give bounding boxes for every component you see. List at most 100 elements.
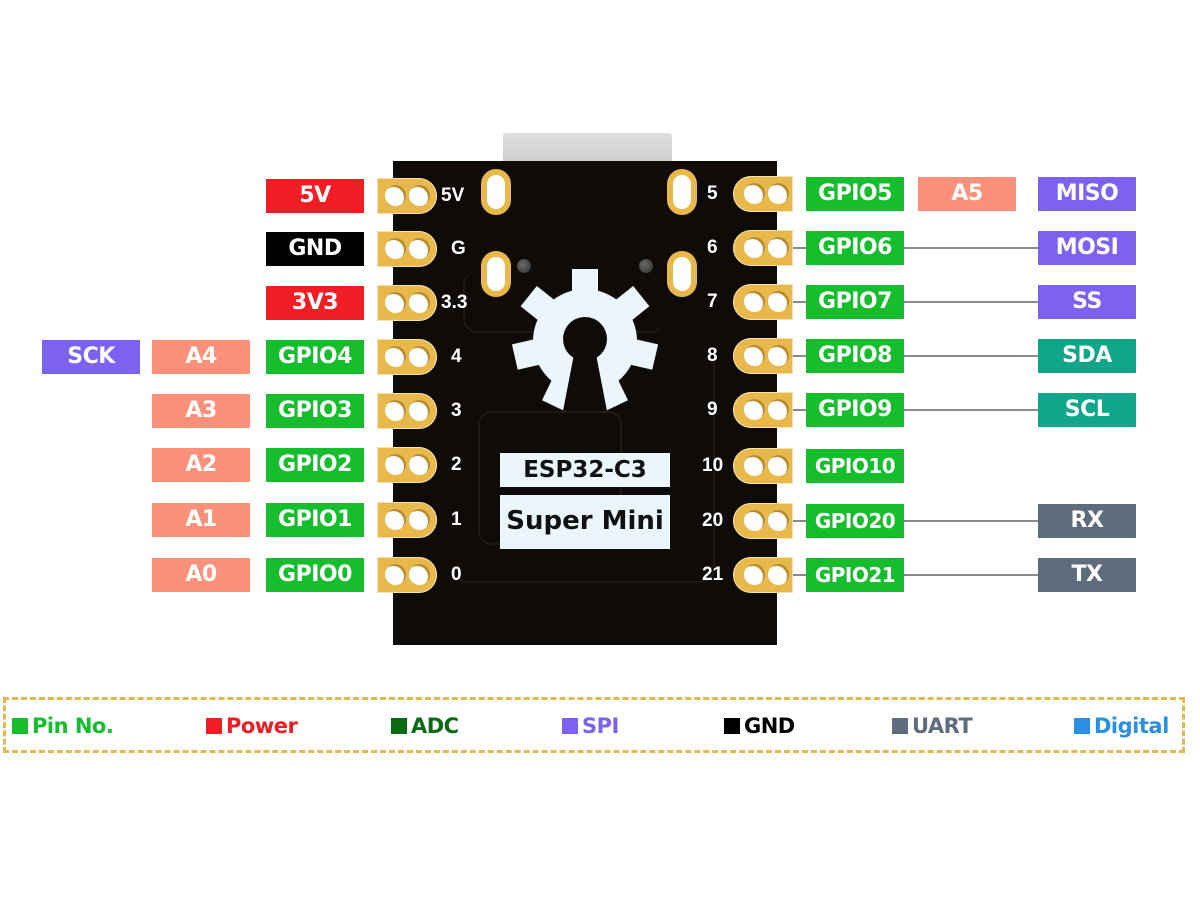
connector-line (793, 301, 806, 303)
legend-swatch-icon (12, 718, 28, 734)
connector-line (793, 574, 806, 576)
pin-hole (409, 292, 430, 313)
connector-line (904, 520, 1038, 522)
connector-line (793, 355, 806, 357)
connector-line (793, 247, 806, 249)
pin-label-spi: SCK (42, 340, 140, 374)
pin-number-silkscreen: 5V (441, 185, 465, 206)
connector-line (904, 355, 1038, 357)
pin-hole (385, 346, 406, 367)
pin-hole (768, 510, 789, 531)
pin-label-pin: GPIO3 (266, 394, 364, 428)
pin-hole (768, 291, 789, 312)
pin-hole (385, 509, 406, 530)
chip-name-label: ESP32-C3 (500, 453, 670, 487)
pin-label-pin: GPIO0 (266, 558, 364, 592)
usb-c-connector (503, 133, 672, 163)
pin-pad (377, 178, 437, 214)
pin-label-spi: SS (1038, 285, 1136, 319)
pin-label-i2c: SDA (1038, 339, 1136, 373)
pin-label-pin: GPIO2 (266, 448, 364, 482)
pin-number-silkscreen: 10 (702, 455, 724, 476)
mount-slot (481, 169, 511, 215)
pin-pad (733, 557, 793, 593)
connector-line (904, 574, 1038, 576)
pin-number-silkscreen: 5 (707, 183, 718, 204)
legend-label: Pin No. (32, 714, 114, 738)
connector-line (793, 520, 806, 522)
pin-label-adc: A5 (918, 177, 1016, 211)
pin-label-pin: GPIO20 (806, 504, 904, 538)
pin-hole (744, 345, 765, 366)
via (517, 259, 531, 273)
legend-item: Digital (1074, 714, 1169, 738)
pin-hole (385, 454, 406, 475)
pin-label-pin: GPIO4 (266, 340, 364, 374)
legend-item: SPI (562, 714, 619, 738)
pin-hole (409, 454, 430, 475)
pin-hole (744, 510, 765, 531)
pin-label-uart: TX (1038, 558, 1136, 592)
pin-label-adc: A2 (152, 448, 250, 482)
pin-hole (385, 238, 406, 259)
pin-hole (385, 185, 406, 206)
connector-line (793, 409, 806, 411)
pin-label-adc: A3 (152, 394, 250, 428)
pin-number-silkscreen: 21 (702, 564, 724, 585)
pin-number-silkscreen: 9 (707, 399, 718, 420)
pin-number-silkscreen: 2 (451, 454, 462, 475)
pin-number-silkscreen: G (451, 238, 466, 259)
gear-tooth (520, 285, 559, 324)
pin-label-pin: GPIO1 (266, 503, 364, 537)
legend-swatch-icon (391, 718, 407, 734)
pin-hole (768, 345, 789, 366)
pin-hole (768, 183, 789, 204)
pin-label-pin: GPIO7 (806, 285, 904, 319)
mount-slot (481, 251, 511, 297)
pin-label-adc: A0 (152, 558, 250, 592)
legend-item: ADC (391, 714, 459, 738)
gear-tooth (511, 338, 545, 370)
pin-hole (744, 564, 765, 585)
pin-label-spi: MOSI (1038, 231, 1136, 265)
legend-swatch-icon (1074, 718, 1090, 734)
gear-tooth (625, 338, 659, 370)
pin-hole (409, 509, 430, 530)
pin-hole (768, 455, 789, 476)
pin-label-pin: GPIO8 (806, 339, 904, 373)
pin-hole (768, 237, 789, 258)
pin-hole (768, 564, 789, 585)
legend-swatch-icon (206, 718, 222, 734)
legend-label: ADC (411, 714, 459, 738)
legend-item: GND (724, 714, 795, 738)
pin-label-gnd: GND (266, 232, 364, 266)
legend-label: Power (226, 714, 298, 738)
pin-pad (733, 503, 793, 539)
pin-label-power: 3V3 (266, 286, 364, 320)
pin-pad (377, 339, 437, 375)
pin-hole (409, 400, 430, 421)
pin-number-silkscreen: 6 (707, 237, 718, 258)
pin-hole (409, 185, 430, 206)
pin-number-silkscreen: 8 (707, 345, 718, 366)
legend-label: GND (744, 714, 795, 738)
legend-swatch-icon (724, 718, 740, 734)
pin-hole (409, 238, 430, 259)
pin-label-power: 5V (266, 179, 364, 213)
pin-hole (409, 564, 430, 585)
mount-slot (667, 251, 697, 297)
pin-pad (377, 285, 437, 321)
pcb-trace (453, 351, 715, 583)
connector-line (904, 247, 1038, 249)
via (639, 259, 653, 273)
open-hardware-gear-icon (511, 269, 659, 412)
pin-pad (733, 176, 793, 212)
pin-pad (733, 338, 793, 374)
pin-number-silkscreen: 0 (451, 564, 462, 585)
gear-tooth (572, 269, 598, 297)
pin-hole (744, 291, 765, 312)
pin-pad (733, 230, 793, 266)
pin-label-i2c: SCL (1038, 393, 1136, 427)
legend-item: Power (206, 714, 298, 738)
